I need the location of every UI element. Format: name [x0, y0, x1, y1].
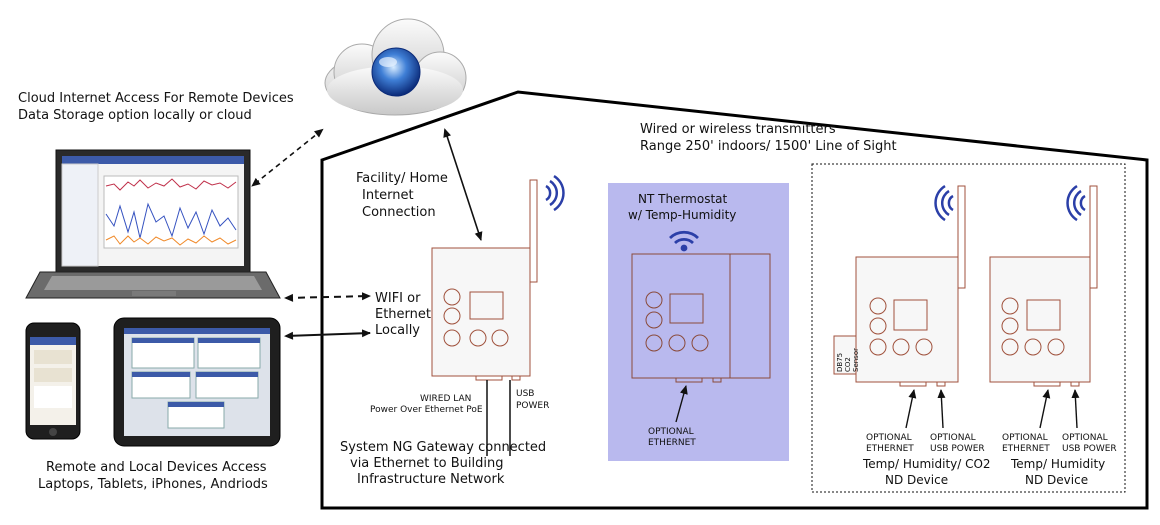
gateway-wifi-icon [545, 174, 565, 212]
gateway-caption-line2: via Ethernet to Building [350, 456, 503, 471]
wifi-text-line2: Ethernet [375, 307, 431, 322]
co2-sensor-line3: Sensor [852, 348, 860, 372]
thermostat-device [631, 253, 771, 383]
co2-opt-usb-line1: OPTIONAL [930, 433, 976, 443]
th-wifi-icon [1066, 184, 1086, 222]
gateway-usb-line1: USB [516, 389, 534, 399]
co2-eth-arrow [905, 389, 917, 429]
transmitters-text-line1: Wired or wireless transmitters [640, 122, 836, 137]
th-eth-arrow [1039, 389, 1051, 429]
th-caption-line1: Temp/ Humidity [1010, 457, 1105, 471]
nd-devices-group [811, 163, 1126, 493]
thermostat-panel [608, 183, 789, 461]
remote-text-line1: Remote and Local Devices Access [46, 460, 267, 475]
facility-text-line3: Connection [362, 205, 436, 220]
laptop-icon [25, 149, 281, 299]
facility-text-line2: Internet [362, 188, 414, 203]
th-opt-usb-line2: USB POWER [1062, 444, 1117, 454]
facility-text-line1: Facility/ Home [356, 171, 448, 186]
laptop-wifi-link [284, 292, 371, 302]
tablet-wifi-link [284, 329, 371, 340]
gateway-caption-line1: System NG Gateway connected [340, 440, 546, 455]
wifi-text-line1: WIFI or [375, 291, 421, 306]
gateway-wired-lan: WIRED LAN [420, 394, 471, 404]
co2-wifi-icon [934, 184, 954, 222]
th-opt-usb-line1: OPTIONAL [1062, 433, 1108, 443]
co2-opt-eth-line2: ETHERNET [866, 444, 914, 454]
co2-sensor-line1: DB75 [836, 353, 844, 372]
globe-icon [371, 47, 421, 97]
th-opt-eth-line2: ETHERNET [1002, 444, 1050, 454]
thermostat-title-line2: w/ Temp-Humidity [628, 208, 736, 222]
gateway-usb-line2: POWER [516, 401, 549, 411]
co2-device [833, 185, 966, 387]
thermostat-title-line1: NT Thermostat [638, 192, 728, 206]
thermostat-optional-line1: OPTIONAL [648, 427, 694, 437]
remote-text-line2: Laptops, Tablets, iPhones, Andriods [38, 477, 268, 492]
co2-sensor-line2: CO2 [844, 357, 852, 372]
gateway-device [431, 179, 538, 381]
co2-caption-line1: Temp/ Humidity/ CO2 [862, 457, 991, 471]
co2-usb-arrow [937, 389, 946, 429]
th-opt-eth-line1: OPTIONAL [1002, 433, 1048, 443]
gateway-poe: Power Over Ethernet PoE [370, 405, 483, 415]
cloud-laptop-link [251, 128, 324, 187]
building-outline [320, 90, 1149, 510]
wifi-text-line3: Locally [375, 323, 420, 338]
co2-caption-line2: ND Device [885, 473, 948, 487]
thermostat-optional-arrow [675, 385, 688, 423]
co2-opt-usb-line2: USB POWER [930, 444, 985, 454]
thermostat-wifi-icon [669, 230, 699, 252]
co2-opt-eth-line1: OPTIONAL [866, 433, 912, 443]
gateway-caption-line3: Infrastructure Network [357, 472, 505, 487]
transmitters-text-line2: Range 250' indoors/ 1500' Line of Sight [640, 139, 897, 154]
th-device [989, 185, 1098, 387]
cloud-text-line2: Data Storage option locally or cloud [18, 108, 252, 123]
cloud-text-line1: Cloud Internet Access For Remote Devices [18, 91, 294, 106]
th-usb-arrow [1071, 389, 1080, 429]
cloud-gateway-link [443, 128, 483, 241]
th-caption-line2: ND Device [1025, 473, 1088, 487]
phone-icon [25, 322, 81, 440]
tablet-icon [113, 317, 281, 447]
thermostat-optional-line2: ETHERNET [648, 438, 696, 448]
